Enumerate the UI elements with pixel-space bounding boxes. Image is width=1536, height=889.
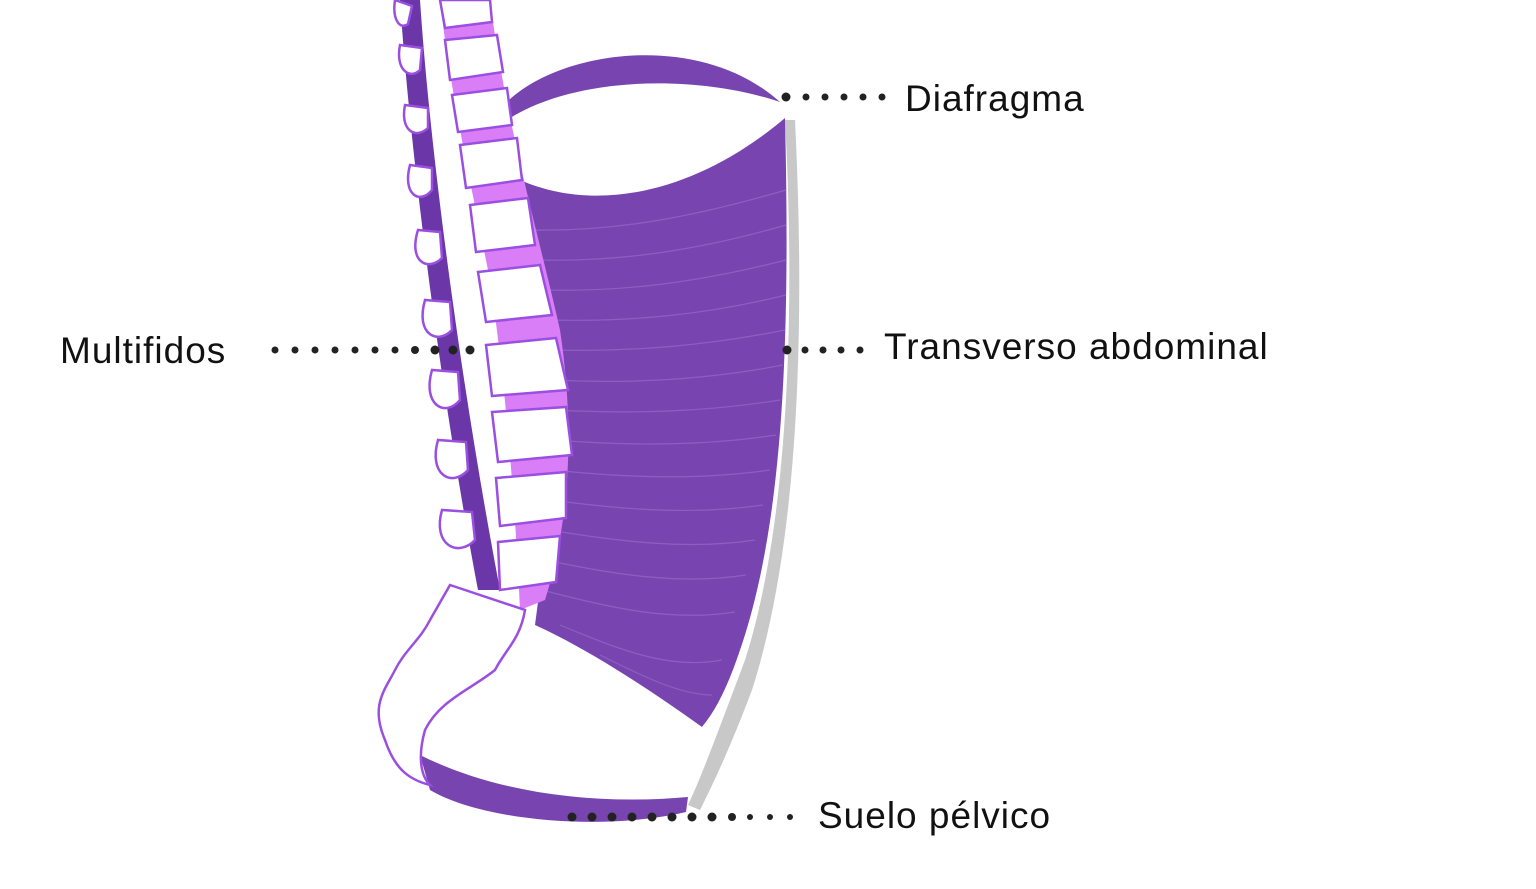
spine-posterior-band xyxy=(400,0,500,590)
label-suelo-pelvico: Suelo pélvico xyxy=(818,795,1052,836)
leader-dots xyxy=(271,92,886,822)
muscle-fibers xyxy=(529,189,787,696)
fascia-band xyxy=(688,120,800,810)
vertebrae xyxy=(438,0,574,592)
label-transverso-abdominal: Transverso abdominal xyxy=(884,326,1269,367)
transverso-abdominal-muscle xyxy=(520,118,787,727)
sacrum-pelvis xyxy=(377,583,527,788)
diafragma-muscle xyxy=(507,55,780,118)
label-diafragma: Diafragma xyxy=(905,78,1085,119)
suelo-pelvico-muscle xyxy=(420,755,688,822)
label-multifidos: Multifidos xyxy=(60,330,227,371)
spinous-processes xyxy=(393,0,477,550)
